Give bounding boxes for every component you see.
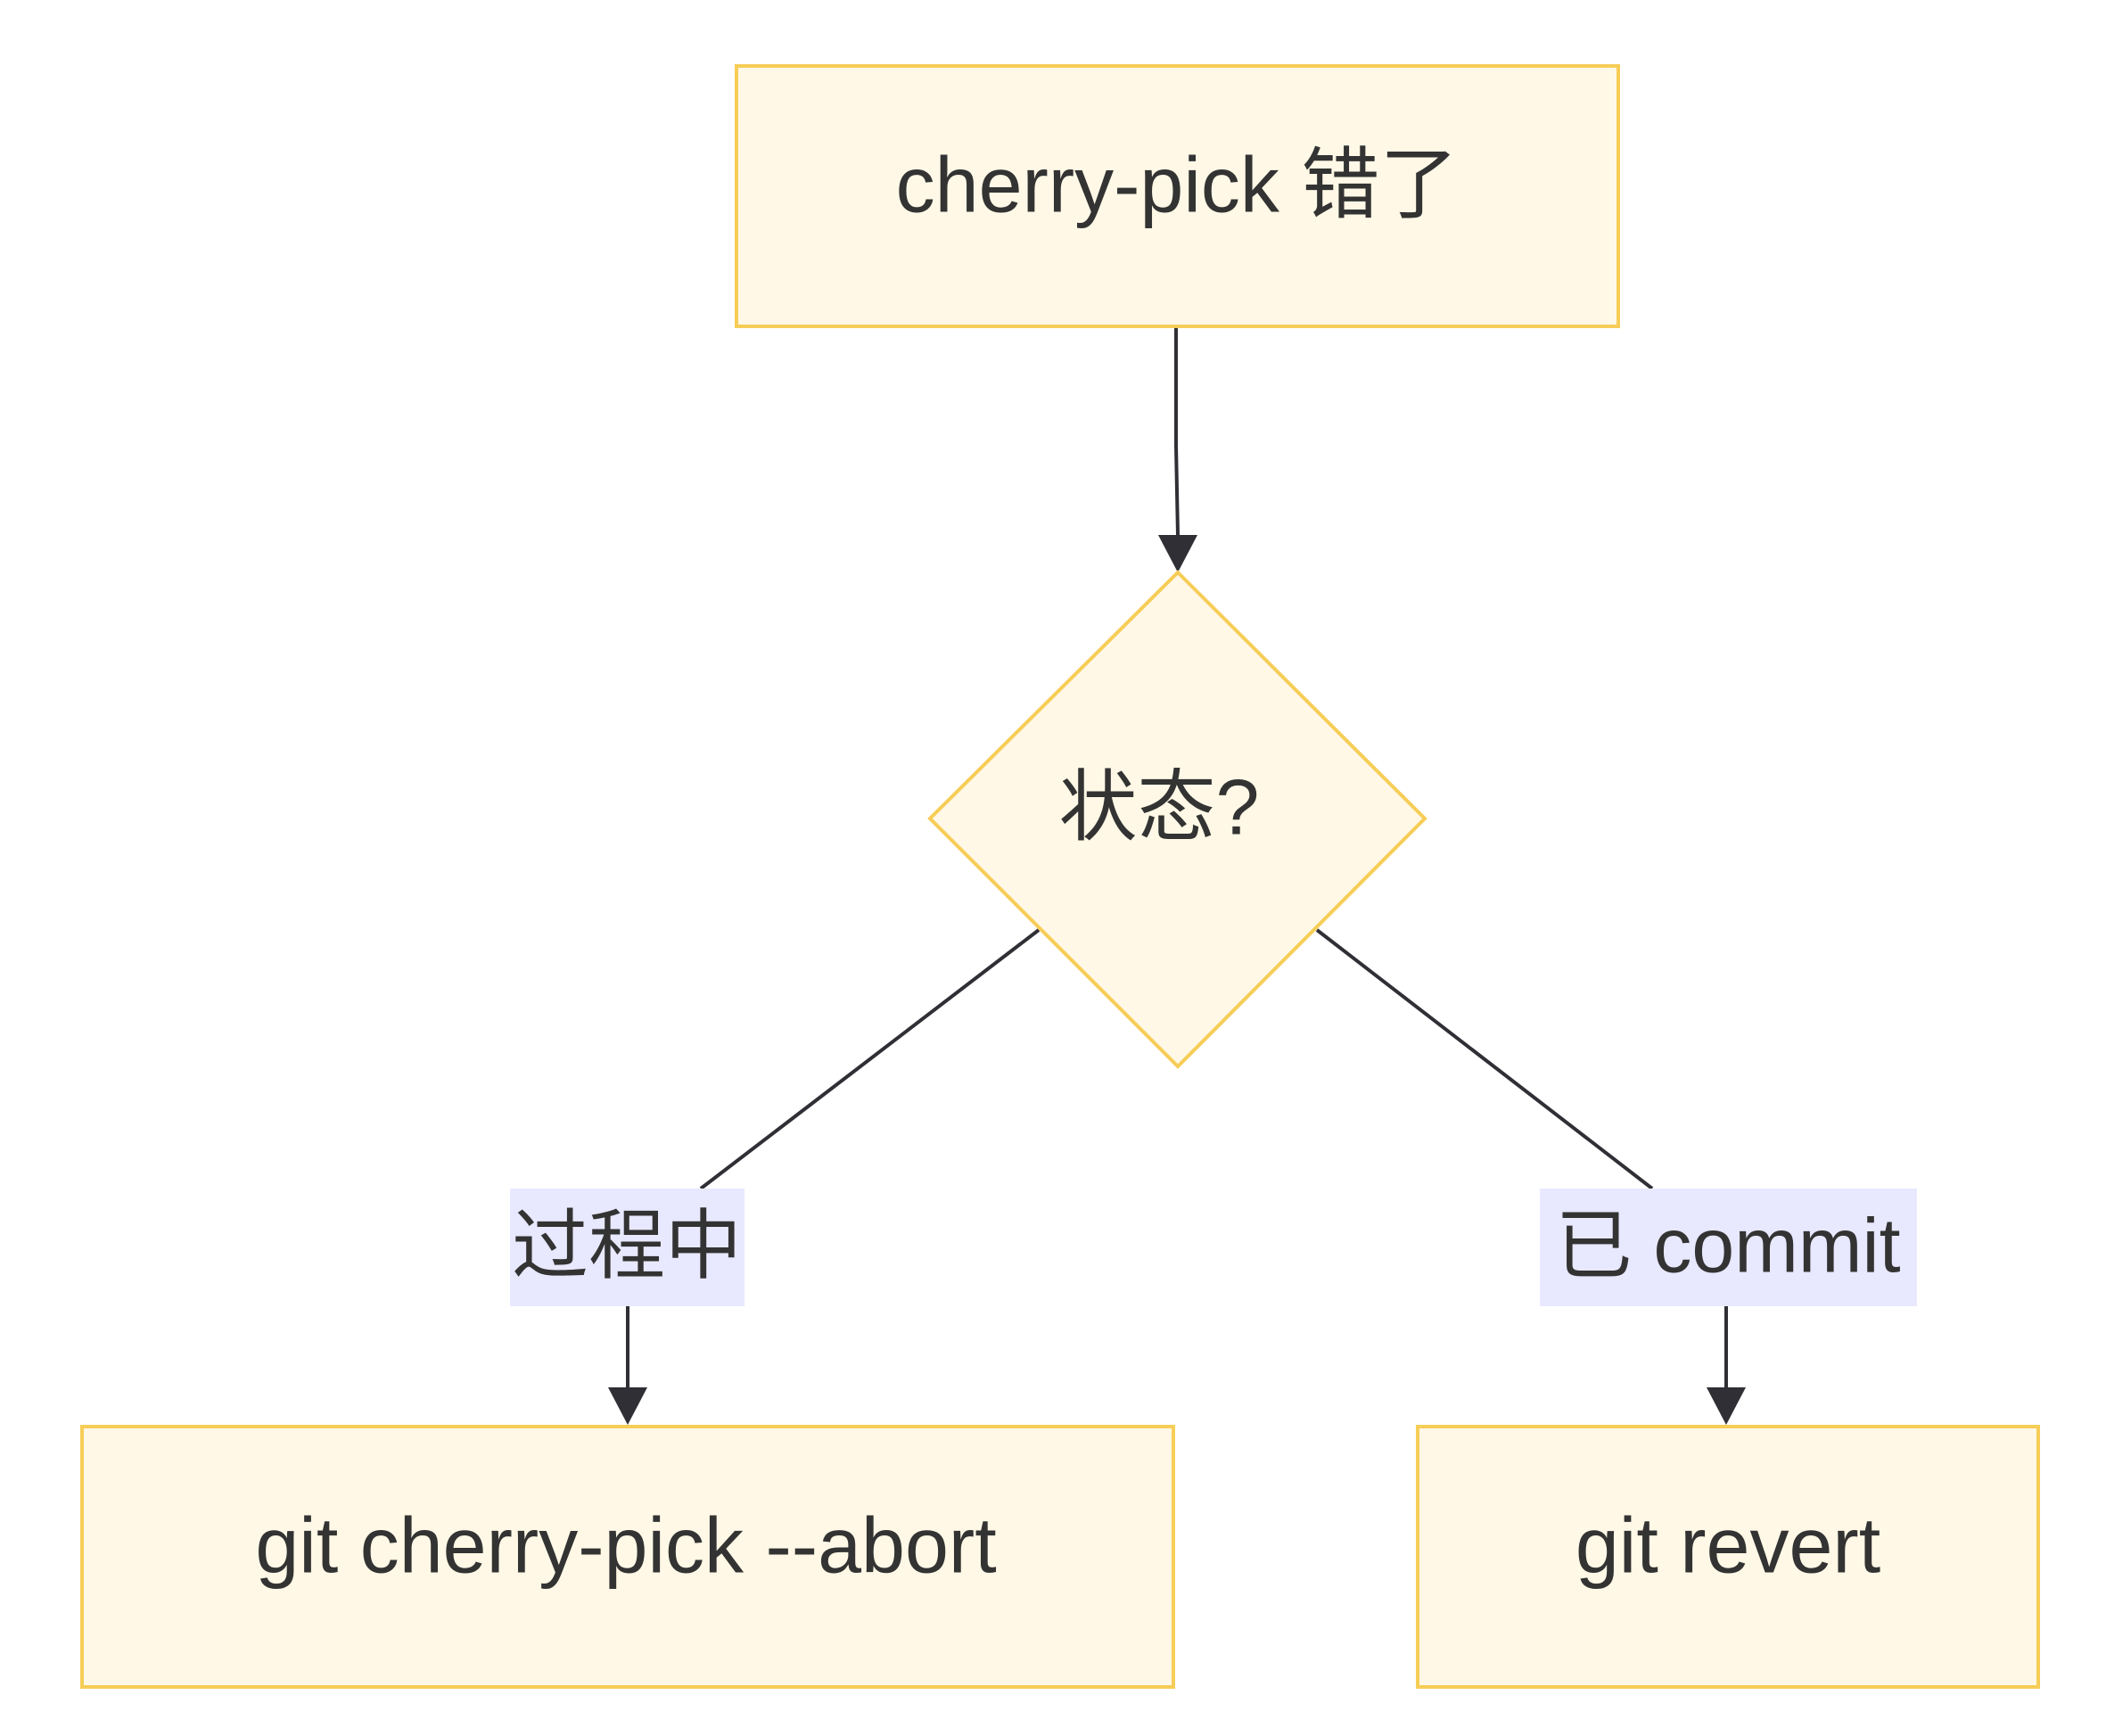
node-decision: 状态? [927,570,1427,1069]
arrow-head-to-abort [608,1387,647,1425]
edge-decision-to-in-progress-label [699,928,1041,1190]
node-abort: git cherry-pick --abort [80,1425,1175,1689]
node-revert-label: git revert [1575,1501,1880,1589]
arrow-head-start-to-decision [1158,535,1197,572]
node-start: cherry-pick 错了 [735,64,1620,328]
node-revert: git revert [1416,1425,2040,1689]
node-start-label: cherry-pick 错了 [896,140,1459,228]
edge-label-committed-text: 已 commit [1556,1204,1901,1289]
edge-label-in-progress-text: 过程中 [512,1204,742,1289]
arrow-head-to-revert [1707,1387,1746,1425]
node-abort-label: git cherry-pick --abort [255,1501,996,1589]
edge-start-to-decision [1174,326,1180,536]
edge-label-in-progress: 过程中 [510,1189,745,1306]
edge-decision-to-committed-label [1315,928,1654,1190]
node-decision-label: 状态? [1059,762,1260,851]
edge-label-committed: 已 commit [1540,1189,1917,1306]
